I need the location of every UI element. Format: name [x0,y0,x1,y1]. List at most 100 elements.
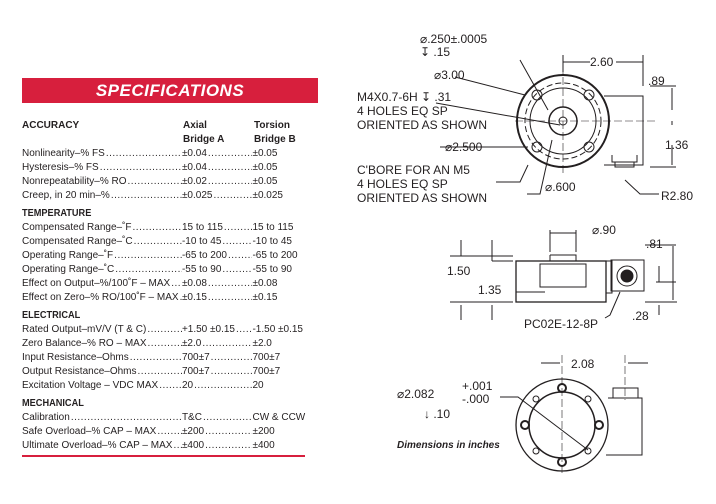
spec-row: Creep, in 20 min–%±0.025±0.025 [22,189,322,203]
dimension-label: ORIENTED AS SHOWN [357,118,487,132]
spec-label: Safe Overload–% CAP – MAX [22,425,182,439]
dimension-label: -.000 [462,392,490,406]
dimension-label: M4X0.7-6H ↧ .31 [357,90,451,104]
spec-row: CalibrationT&CCW & CCW [22,411,322,425]
spec-value-torsion: -1.50 ±0.15 [252,324,303,335]
dimension-label: ⌀.90 [592,223,616,237]
spec-label: Ultimate Overload–% CAP – MAX [22,439,182,453]
dimension-label: .81 [646,237,663,251]
column-header-line: Torsion [254,120,290,131]
spec-value-torsion: ±2.0 [252,338,272,349]
spec-value-torsion: CW & CCW [252,412,306,423]
dimensions-caption: Dimensions in inches [397,440,500,451]
spec-label: Input Resistance–Ohms [22,351,182,365]
spec-value-torsion: 700±7 [252,366,281,377]
dimension-label: ↧ .15 [420,45,450,59]
dimension-label: ⌀2.500 [445,140,483,154]
spec-value-torsion: -10 to 45 [252,236,292,247]
specifications-banner: SPECIFICATIONS [22,78,318,103]
section-title: MECHANICAL [22,398,84,409]
spec-value-torsion: ±0.05 [252,162,278,173]
spec-value-axial: T&C [182,411,253,425]
spec-label: Hysteresis–% FS [22,161,182,175]
spec-value-axial: ±0.08 [182,277,253,291]
section-title: ACCURACY [22,120,80,131]
top-view-drawing: ⌀.250±.0005 ↧ .15 ⌀3.00 M4X0.7-6H ↧ .31 … [357,32,693,205]
dimension-label: 1.35 [478,283,502,297]
spec-value-axial: 20 [182,379,253,393]
bottom-view-drawing: 2.08 ⌀2.082 +.001 -.000 ↓ .10 [397,355,648,475]
section-title: ELECTRICAL [22,310,81,321]
spec-value-torsion: 20 [252,380,264,391]
spec-row: Operating Range–˚F-65 to 200-65 to 200 [22,249,322,263]
spec-value-axial: ±0.025 [182,189,253,203]
spec-label: Nonlinearity–% FS [22,147,182,161]
dimension-label: ↓ .10 [424,407,450,421]
spec-row: Rated Output–mV/V (T & C)+1.50 ±0.15-1.5… [22,323,322,337]
spec-value-axial: +1.50 ±0.15 [182,323,253,337]
dimension-label: 1.50 [447,264,471,278]
spec-row: Zero Balance–% RO – MAX±2.0±2.0 [22,337,322,351]
spec-row: Effect on Zero–% RO/100˚F – MAX±0.15±0.1… [22,291,322,305]
spec-value-torsion: ±0.15 [252,292,278,303]
spec-row: Nonlinearity–% FS±0.04±0.05 [22,147,322,161]
spec-value-axial: ±200 [182,425,253,439]
dimension-label: ⌀.600 [545,180,576,194]
spec-row: Operating Range–˚C-55 to 90-55 to 90 [22,263,322,277]
spec-value-axial: -55 to 90 [182,263,253,277]
dimension-label: 2.08 [571,357,595,371]
spec-value-axial: ±0.04 [182,147,253,161]
divider [22,455,305,457]
spec-row: Nonrepeatability–% RO±0.02±0.05 [22,175,322,189]
spec-row: Input Resistance–Ohms700±7700±7 [22,351,322,365]
spec-value-torsion: -55 to 90 [252,264,292,275]
dimension-label: PC02E-12-8P [524,317,598,331]
spec-value-axial: -10 to 45 [182,235,253,249]
spec-value-axial: ±400 [182,439,253,453]
spec-label: Operating Range–˚F [22,249,182,263]
spec-row: Excitation Voltage – VDC MAX2020 [22,379,322,393]
spec-label: Calibration [22,411,182,425]
spec-value-axial: 15 to 115 [182,221,253,235]
spec-value-axial: ±0.04 [182,161,253,175]
spec-label: Effect on Output–%/100˚F – MAX [22,277,182,291]
dimension-label: +.001 [462,379,493,393]
dimension-label: C'BORE FOR AN M5 [357,163,470,177]
spec-row: Compensated Range–˚F15 to 11515 to 115 [22,221,322,235]
spec-label: Compensated Range–˚F [22,221,182,235]
section-title: TEMPERATURE [22,208,92,219]
spec-value-torsion: 700±7 [252,352,281,363]
spec-value-torsion: 15 to 115 [252,222,294,233]
spec-value-axial: 700±7 [182,351,253,365]
spec-value-torsion: ±400 [252,440,275,451]
spec-value-torsion: ±0.05 [252,176,278,187]
dimension-label: 1.36 [665,138,689,152]
spec-label: Compensated Range–˚C [22,235,182,249]
spec-row: Ultimate Overload–% CAP – MAX±400±400 [22,439,322,453]
spec-value-torsion: ±200 [252,426,275,437]
spec-value-axial: ±0.15 [182,291,253,305]
dimension-label: ⌀2.082 [397,387,435,401]
spec-label: Zero Balance–% RO – MAX [22,337,182,351]
dimension-label: 2.60 [590,55,614,69]
dimension-label: .89 [648,74,665,88]
spec-label: Output Resistance–Ohms [22,365,182,379]
spec-value-axial: ±0.02 [182,175,253,189]
dimension-label: 4 HOLES EQ SP [357,104,448,118]
spec-row: Output Resistance–Ohms700±7700±7 [22,365,322,379]
spec-value-torsion: ±0.08 [252,278,278,289]
spec-label: Creep, in 20 min–% [22,189,182,203]
spec-row: Compensated Range–˚C-10 to 45-10 to 45 [22,235,322,249]
spec-row: Hysteresis–% FS±0.04±0.05 [22,161,322,175]
spec-value-axial: -65 to 200 [182,249,253,263]
spec-label: Nonrepeatability–% RO [22,175,182,189]
spec-label: Excitation Voltage – VDC MAX [22,379,182,393]
column-header-line: Bridge B [254,134,296,145]
spec-value-torsion: ±0.05 [252,148,278,159]
spec-value-axial: 700±7 [182,365,253,379]
